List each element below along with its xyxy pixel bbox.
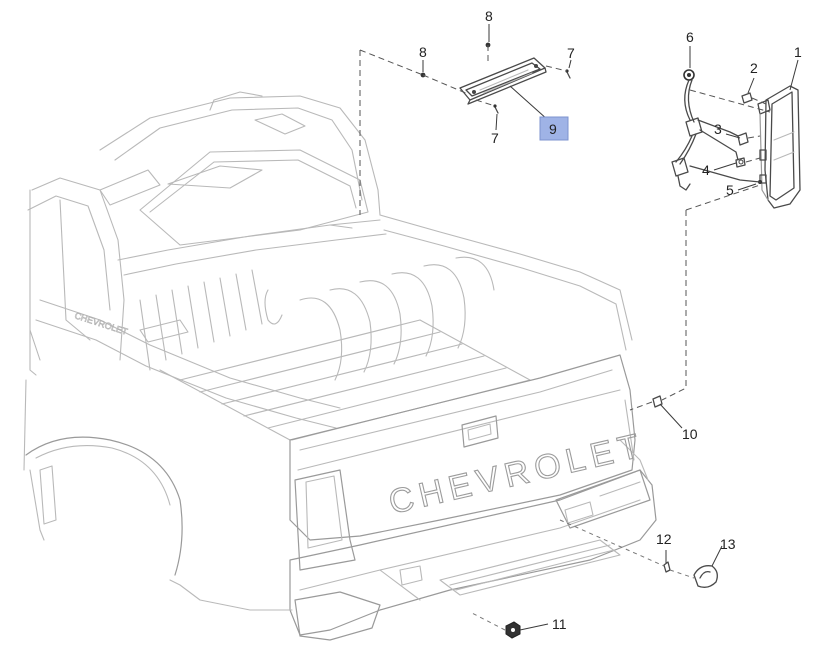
screw-7-lower <box>493 104 499 114</box>
bulb-2 <box>741 92 753 104</box>
callout-13: 13 <box>720 536 736 552</box>
callout-11: 11 <box>552 616 567 632</box>
callout-12: 12 <box>656 531 672 547</box>
tailgate-lettering: CHEVROLET <box>385 425 650 522</box>
tailgate-chevrolet-text: CHEVROLET <box>385 426 649 522</box>
callout-7-lower: 7 <box>491 130 499 146</box>
callout-5: 5 <box>726 182 734 198</box>
callout-9-highlight <box>539 116 569 141</box>
callout-8-left: 8 <box>419 44 427 60</box>
taillamp-assembly <box>757 85 801 209</box>
bulb-3 <box>737 132 749 146</box>
clip-12 <box>663 561 671 573</box>
callout-2: 2 <box>750 60 758 76</box>
callout-leaders <box>422 24 799 631</box>
installation-lines <box>359 45 771 631</box>
grommet-10 <box>652 395 663 408</box>
bolt-11 <box>505 621 521 639</box>
callout-9: 9 <box>549 121 557 137</box>
callout-3: 3 <box>714 121 722 137</box>
callout-6: 6 <box>686 29 694 45</box>
cap-13 <box>693 565 718 588</box>
wiring-harness <box>671 69 761 191</box>
callouts: 1 2 3 4 5 6 7 7 8 8 9 10 11 12 13 <box>419 8 802 632</box>
callout-10: 10 <box>682 426 698 442</box>
callout-4: 4 <box>702 162 710 178</box>
callout-8-top: 8 <box>485 8 493 24</box>
truck-illustration <box>23 91 657 641</box>
callout-1: 1 <box>794 44 802 60</box>
high-mount-stop-lamp <box>459 57 547 105</box>
callout-7-upper: 7 <box>567 45 575 61</box>
bulb-4 <box>735 157 746 168</box>
